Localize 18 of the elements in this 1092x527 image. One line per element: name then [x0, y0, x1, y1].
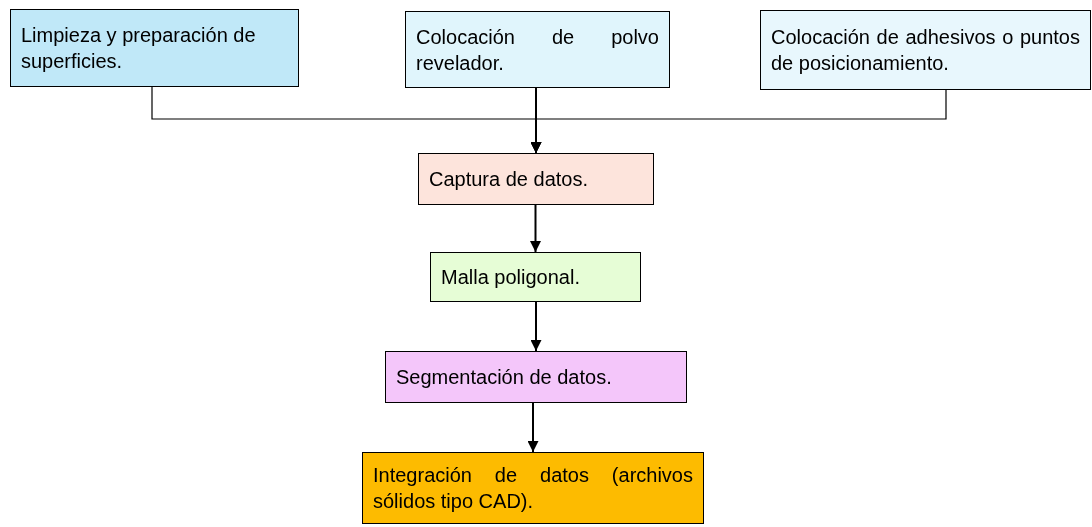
- box-text: Colocación de polvo revelador.: [416, 24, 659, 76]
- box-text: Segmentación de datos.: [396, 365, 613, 390]
- process-box: [405, 11, 670, 88]
- process-box: [385, 351, 687, 403]
- arrow: [530, 89, 947, 154]
- process-box: [10, 9, 299, 87]
- box-text: Captura de datos.: [429, 167, 589, 192]
- box-text: Malla poligonal.: [441, 265, 581, 290]
- arrow: [530, 301, 542, 352]
- arrow: [530, 204, 541, 253]
- process-box: [418, 153, 654, 205]
- process-box: [430, 252, 641, 302]
- box-text: Colocación de adhesivos o puntos de posicionamiento.: [771, 25, 1080, 76]
- box-text: Limpieza y preparación de superficies.: [21, 23, 257, 74]
- box-text: Integración de datos (archivos sólidos tipo CAD).: [373, 463, 693, 514]
- process-box: [362, 452, 704, 524]
- arrow: [527, 402, 539, 453]
- process-box: [760, 10, 1091, 90]
